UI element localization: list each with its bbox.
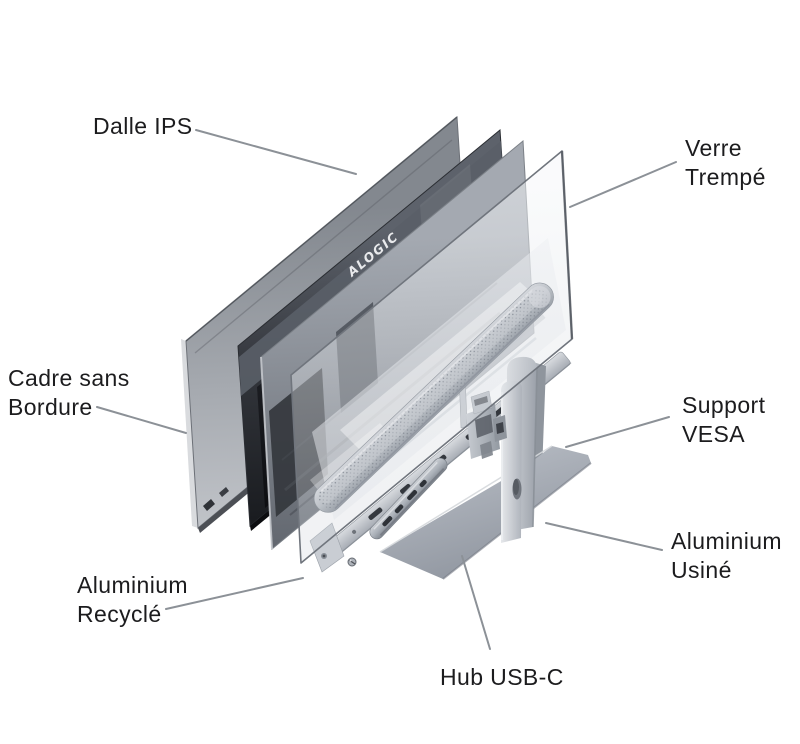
ips-panel-connector xyxy=(219,487,229,497)
hub-port xyxy=(382,516,393,527)
speaker-grille-bar xyxy=(313,282,554,513)
rim-screw-hole xyxy=(352,529,357,534)
hub-bottom-shade xyxy=(379,467,445,537)
rim-port xyxy=(368,507,383,520)
leader-support-vesa xyxy=(565,416,670,448)
hub-port xyxy=(394,504,404,514)
callout-verre-trempe: Verre Trempé xyxy=(685,134,766,192)
callout-cadre-line2: Bordure xyxy=(8,394,93,420)
ips-panel-connector xyxy=(203,499,215,511)
usb-c-hub-bar xyxy=(369,457,448,540)
callout-aluminium-recycle: Aluminium Recyclé xyxy=(77,571,188,629)
screw xyxy=(347,557,357,567)
leader-verre-trempe xyxy=(569,161,677,208)
ips-panel-top-edge xyxy=(185,116,458,342)
glass-sheen-small xyxy=(310,423,388,490)
callout-support-vesa-line1: Support xyxy=(682,392,766,418)
leader-hub-usb-c xyxy=(461,555,491,650)
glass-right-edge xyxy=(560,150,574,340)
callout-cadre-line1: Cadre sans xyxy=(8,365,130,391)
ips-panel-left-edge xyxy=(181,339,198,528)
callout-support-vesa: Support VESA xyxy=(682,391,765,449)
vesa-recess xyxy=(475,414,493,438)
cable-routing-hole-inner xyxy=(513,479,519,495)
hub-port xyxy=(419,479,427,488)
callout-dalle-ips-text: Dalle IPS xyxy=(93,113,193,139)
hub-top-ridge xyxy=(373,461,438,530)
callout-aluminium-usine: Aluminium Usiné xyxy=(671,527,782,585)
grille-bottom-shade xyxy=(334,303,550,509)
callout-cadre-sans-bordure: Cadre sans Bordure xyxy=(8,364,130,422)
stand-column xyxy=(501,356,538,543)
callout-hub-usb-c-text: Hub USB-C xyxy=(440,664,564,690)
stand-column-right-edge xyxy=(532,367,538,528)
callout-verre-trempe-line1: Verre xyxy=(685,135,742,161)
grille-end-cap xyxy=(528,285,551,308)
callout-hub-usb-c: Hub USB-C xyxy=(440,663,564,692)
stand-front-pill xyxy=(501,380,522,543)
callout-verre-trempe-line2: Trempé xyxy=(685,164,766,190)
chassis-screw-hole-inner xyxy=(322,554,326,558)
base-plate-face xyxy=(380,446,591,579)
rim-port xyxy=(400,483,411,494)
leader-cadre-sans-bordure xyxy=(96,406,187,434)
glass-sheen xyxy=(340,282,540,450)
ips-panel-bezel-line xyxy=(194,139,453,354)
mid-frame-left-highlight xyxy=(260,356,273,550)
leader-aluminium-recycle xyxy=(165,577,304,610)
leader-dalle-ips xyxy=(195,129,357,175)
grille-top-highlight xyxy=(320,289,534,492)
leader-aluminium-usine xyxy=(545,522,663,551)
callout-support-vesa-line2: VESA xyxy=(682,421,745,447)
hub-port xyxy=(407,490,418,501)
leader-lines xyxy=(96,129,677,650)
callout-recycle-line1: Aluminium xyxy=(77,572,188,598)
vesa-hook-notch xyxy=(496,422,504,434)
callout-dalle-ips: Dalle IPS xyxy=(93,112,192,141)
callout-recycle-line2: Recyclé xyxy=(77,601,162,627)
vesa-lower-notch xyxy=(480,441,493,459)
grille-smooth-band xyxy=(322,293,543,504)
callout-usine-line2: Usiné xyxy=(671,557,732,583)
callout-usine-line1: Aluminium xyxy=(671,528,782,554)
